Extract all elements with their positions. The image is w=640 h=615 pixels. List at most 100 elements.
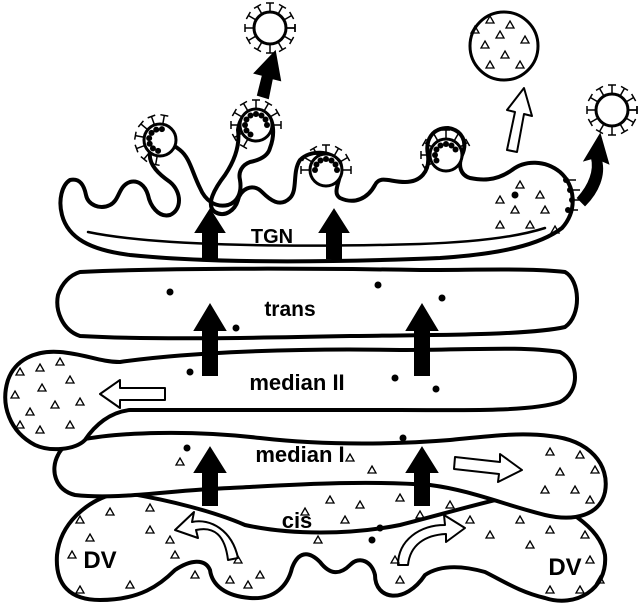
coat-spike-cap (301, 153, 307, 162)
coat-dot (569, 197, 575, 203)
cargo-triangle (36, 382, 48, 392)
cargo-triangle (464, 514, 476, 524)
coat-spike-cap (278, 3, 287, 9)
coat-spike-cap (587, 93, 593, 102)
label-tgn: TGN (251, 226, 293, 248)
cargo-triangle (539, 484, 551, 494)
cargo-triangle (344, 452, 356, 462)
cargo-triangle (64, 419, 76, 429)
cargo-triangle (104, 506, 116, 516)
cargo-dot (438, 294, 446, 302)
coat-spike-cap (620, 129, 629, 135)
coat-dot (323, 156, 329, 162)
coat-spike-cap (253, 3, 262, 9)
cargo-triangle (169, 549, 181, 559)
cargo-triangle (312, 534, 324, 544)
tgn-inner-membrane (86, 226, 547, 247)
cargo-triangle (444, 499, 456, 509)
cargo-dot (232, 324, 240, 332)
coat-spike-cap (278, 47, 287, 53)
cargo-triangle (164, 534, 176, 544)
cargo-triangle (594, 574, 606, 584)
coat-spike (303, 156, 313, 163)
cargo-triangle (9, 389, 21, 399)
coat-spike (423, 141, 433, 148)
cargo-dot (183, 444, 191, 452)
transport-arrow-vesicle-right (576, 132, 610, 207)
label-dv-right: DV (548, 554, 581, 581)
transport-arrow-trans-right (405, 303, 439, 376)
coat-spike (459, 141, 469, 148)
cargo-triangle (484, 529, 496, 539)
cargo-triangle (144, 524, 156, 534)
cargo-triangle (64, 374, 76, 384)
cargo-dot (376, 524, 384, 532)
cargo-triangle (254, 569, 266, 579)
coat-dot (565, 207, 571, 213)
coat-spike-cap (289, 11, 295, 20)
cargo-triangle (579, 529, 591, 539)
coat-dot (253, 111, 259, 117)
secretion-arrow-open (506, 87, 533, 153)
coat-dot (148, 129, 155, 136)
coat-dot (146, 135, 153, 142)
cargo-triangle (74, 584, 86, 594)
cargo-triangle (544, 584, 556, 594)
coat-spike-cap (595, 85, 604, 91)
cargo-triangle (499, 49, 511, 59)
cargo-triangle (366, 464, 378, 474)
cargo-triangle (232, 554, 244, 564)
coat-spike-cap (345, 153, 351, 162)
coat-spike-cap (231, 108, 237, 117)
coat-spike-cap (454, 130, 463, 136)
coat-spike-cap (620, 85, 629, 91)
cargo-triangle (584, 494, 596, 504)
cargo-triangle (14, 419, 26, 429)
coat-dot (312, 167, 318, 173)
coat-spike (247, 35, 257, 42)
cargo-triangle (504, 19, 516, 29)
coat-dot (158, 126, 165, 133)
cargo-triangle (124, 579, 136, 589)
curved-arrow-cis-left (174, 511, 239, 561)
coat-dot (247, 112, 254, 119)
cargo-triangle (549, 224, 561, 234)
coat-spike (135, 134, 145, 138)
coat-dot (567, 187, 573, 193)
coat-dot (262, 116, 269, 123)
coat-spike (233, 111, 243, 118)
coat-dot (243, 116, 250, 123)
cargo-triangle (539, 204, 551, 214)
secretory-granule (468, 10, 540, 82)
cargo-dot (511, 191, 519, 199)
coat-dot (155, 147, 162, 154)
coat-dot (264, 122, 270, 128)
cargo-triangle (189, 569, 201, 579)
coat-dot (433, 157, 440, 164)
cargo-dot (186, 368, 194, 376)
cargo-triangle (299, 506, 311, 516)
cargo-triangle (519, 34, 531, 44)
cargo-triangle (479, 39, 491, 49)
trans-cisterna (55, 266, 579, 341)
cargo-triangle (389, 554, 401, 564)
cargo-dot (368, 536, 376, 544)
cargo-triangle (514, 59, 526, 69)
cargo-triangle (574, 584, 586, 594)
coat-spike (283, 35, 293, 42)
coat-spike-cap (245, 36, 251, 45)
cargo-triangle (14, 366, 26, 376)
coat-spike (242, 138, 249, 148)
median-ii-cisterna (3, 346, 577, 452)
coat-spike (312, 147, 319, 157)
cargo-triangle (34, 362, 46, 372)
coat-dot (258, 112, 265, 119)
coat-spike-cap (429, 130, 438, 136)
coat-spike (432, 132, 439, 142)
coat-dot (247, 131, 254, 138)
coat-spike (140, 123, 149, 131)
anterograde-arrow-median-i (453, 453, 523, 483)
cargo-triangle (544, 446, 556, 456)
cargo-dot (399, 434, 407, 442)
coat-dot (313, 161, 320, 168)
